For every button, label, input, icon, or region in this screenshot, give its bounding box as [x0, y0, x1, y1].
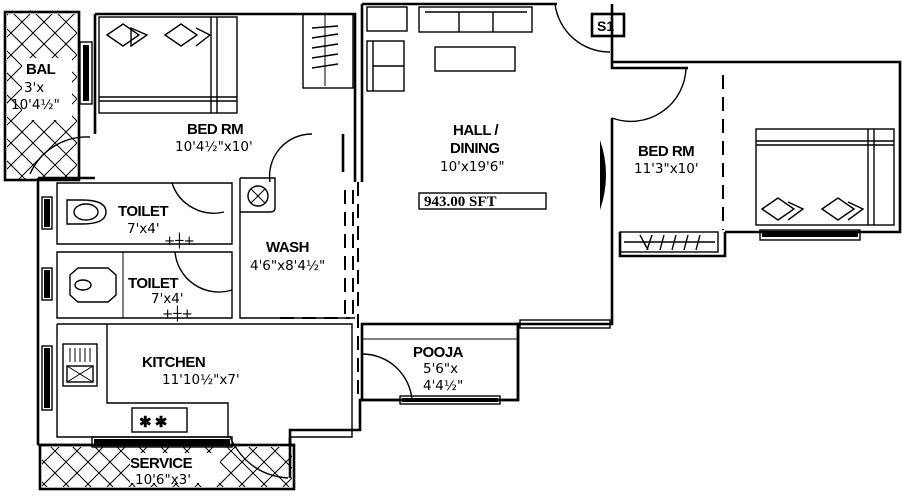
balcony-door-swing	[29, 136, 91, 175]
bed-icon	[755, 128, 895, 226]
bedroom-2: BED RM 11'3"x10'	[619, 75, 895, 253]
toilet1-door-swing	[171, 182, 225, 214]
bedroom1-dim: 10'4½"x10'	[175, 139, 253, 155]
hall-label-2: DINING	[450, 140, 500, 157]
wardrobe-icon	[302, 13, 354, 89]
bedroom-1: BED RM 10'4½"x10'	[98, 13, 354, 183]
balcony-dim-1: 3'x	[24, 80, 44, 96]
toilet2-label: TOILET	[128, 275, 178, 292]
wash-dim: 4'6"x8'4½"	[250, 258, 325, 274]
bedroom1-door-swing	[268, 133, 313, 183]
wash-label: WASH	[266, 239, 309, 256]
bedroom2-door-swing	[611, 67, 687, 123]
staircase-tag: S1	[597, 18, 614, 34]
hall-label-1: HALL /	[453, 122, 499, 139]
side-table-icon	[366, 6, 408, 32]
toilet1-label: TOILET	[118, 203, 168, 220]
service-dim: 10'6"x3'	[135, 472, 191, 488]
pooja-door-swing	[361, 353, 413, 401]
pillow-icon	[105, 23, 149, 48]
main-door-swing	[554, 3, 611, 53]
service-label: SERVICE	[130, 455, 193, 472]
bedroom2-dim: 11'3"x10'	[634, 161, 699, 177]
staircase-tag-box	[590, 12, 626, 38]
bed-icon	[98, 16, 238, 114]
kitchen: ✱ ✱ KITCHEN 11'10½"x7'	[56, 323, 353, 438]
toilet2-door-swing	[174, 251, 233, 293]
pillow-icon	[163, 23, 212, 47]
toilet1-dim: 7'x4'	[127, 221, 160, 237]
service-area: SERVICE 10'6"x3'	[38, 436, 296, 491]
sink-icon	[62, 343, 98, 387]
sofa-icon	[418, 6, 533, 33]
pooja-label: POOJA	[413, 344, 464, 361]
hall-window	[600, 140, 606, 210]
hall-dim: 10'x19'6"	[440, 159, 505, 175]
wash-basin-icon	[240, 177, 276, 213]
bedroom2-label: BED RM	[638, 143, 694, 160]
balcony-label: BAL	[26, 61, 56, 78]
svg-text:✱ ✱: ✱ ✱	[139, 414, 168, 431]
pillow-icon	[760, 197, 805, 221]
kitchen-dim: 11'10½"x7'	[162, 372, 240, 388]
toilet-2: TOILET 7'x4' +┼+	[56, 251, 233, 322]
indian-wc-icon	[69, 267, 117, 303]
stove-icon	[131, 407, 188, 433]
kitchen-label: KITCHEN	[142, 354, 205, 371]
wash-area: WASH 4'6"x8'4½"	[239, 177, 355, 319]
total-area: 943.00 SFT	[424, 194, 497, 210]
tap-icon: +┼+	[162, 305, 193, 322]
pooja-room: POOJA 5'6"x 4'4½"	[360, 322, 520, 402]
toilet-1: TOILET 7'x4' +┼+	[56, 182, 233, 249]
total-area-box	[418, 192, 547, 210]
wc-icon	[66, 199, 107, 225]
hall-dining: S1 HALL / DINING 10'x19'6" 943.00 SFT	[357, 3, 687, 400]
toilet2-dim: 7'x4'	[151, 291, 184, 307]
wardrobe-icon	[619, 231, 719, 253]
pillow-icon	[820, 197, 865, 221]
tap-icon: +┼+	[164, 232, 195, 249]
balcony-dim-2: 10'4½"	[11, 97, 60, 113]
pooja-dim-1: 5'6"x	[423, 361, 458, 377]
bedroom1-label: BED RM	[187, 121, 243, 138]
coffee-table-icon	[434, 46, 516, 72]
service-door-swing	[229, 436, 289, 479]
pooja-dim-2: 4'4½"	[423, 378, 463, 394]
balcony: BAL 3'x 10'4½"	[3, 10, 91, 182]
